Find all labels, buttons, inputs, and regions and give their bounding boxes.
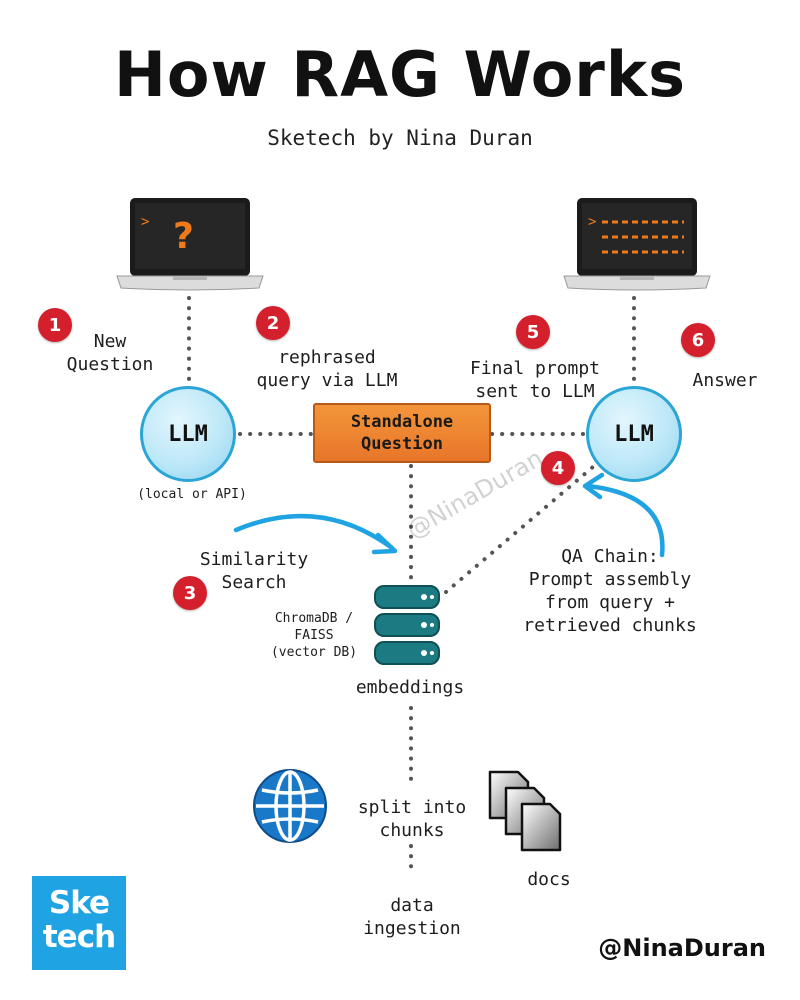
step-badge-1: 1 [38, 308, 72, 342]
page-title: How RAG Works [113, 38, 687, 111]
database-icon [374, 585, 440, 665]
laptop-question-icon: > ? [116, 198, 264, 291]
arrow-to-llm-right [585, 483, 665, 558]
step-badge-6: 6 [681, 323, 715, 357]
page-subtitle: Sketech by Nina Duran [267, 126, 533, 150]
llm-final-node: LLM [586, 386, 682, 482]
arrow-to-database [233, 513, 395, 551]
standalone-question-box: Standalone Question [313, 403, 491, 463]
vector-db-caption: ChromaDB / FAISS (vector DB) [270, 611, 358, 660]
llm-local-node: LLM [140, 386, 236, 482]
step-badge-5: 5 [516, 315, 550, 349]
step-label-rephrased-query: rephrased query via LLM [256, 347, 398, 391]
step-badge-2: 2 [256, 306, 290, 340]
author-handle: @NinaDuran [598, 934, 766, 962]
step-badge-4: 4 [541, 451, 575, 485]
docs-label: docs [527, 869, 571, 890]
step-label-answer: Answer [692, 370, 758, 391]
connector-db-llm [444, 464, 596, 594]
data-ingestion-label: data ingestion [363, 895, 461, 939]
laptop-right-prompt: > [588, 214, 596, 230]
llm-local-caption: (local or API) [137, 487, 247, 502]
step-label-final-prompt: Final prompt sent to LLM [469, 358, 601, 402]
laptop-left-prompt: > [141, 214, 149, 230]
split-chunks-label: split into chunks [357, 797, 467, 841]
step-label-similarity-search: Similarity Search [199, 549, 309, 593]
step-badge-3: 3 [173, 576, 207, 610]
question-mark: ? [173, 216, 194, 257]
step-label-new-question: New Question [66, 331, 154, 375]
sketech-logo: Ske tech [32, 876, 126, 970]
embeddings-label: embeddings [355, 677, 465, 698]
globe-icon [253, 769, 327, 843]
laptop-answer-icon: > [563, 198, 711, 291]
step-label-qa-chain: QA Chain: Prompt assembly from query + r… [523, 546, 697, 636]
documents-icon [488, 770, 562, 852]
